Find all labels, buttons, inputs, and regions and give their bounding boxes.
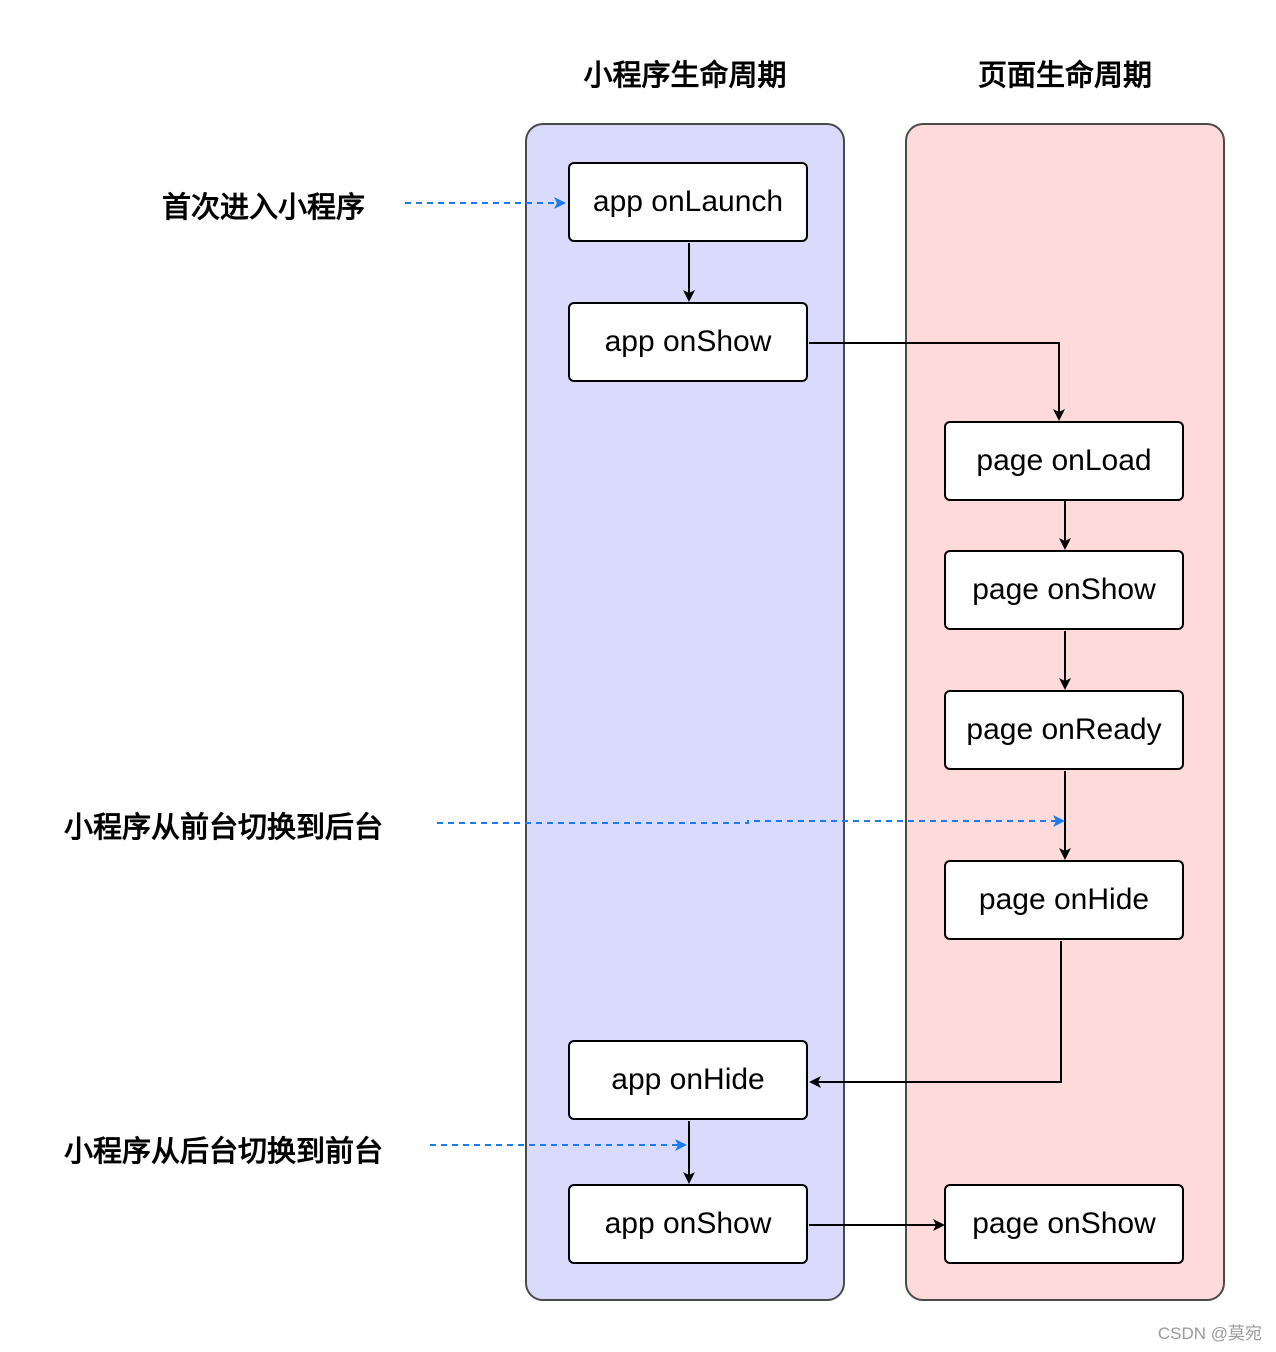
event-label-to-foreground: 小程序从后台切换到前台 [64, 1134, 384, 1168]
app-onshow-node-2: app onShow [568, 1184, 808, 1264]
page-lifecycle-title: 页面生命周期 [977, 58, 1152, 92]
event-label-first-enter: 首次进入小程序 [162, 190, 366, 224]
app-onhide-node: app onHide [568, 1040, 808, 1120]
watermark: CSDN @莫宛 [1157, 1324, 1262, 1343]
app-lifecycle-lane [525, 123, 845, 1301]
app-lifecycle-title: 小程序生命周期 [583, 58, 787, 92]
page-onshow-node: page onShow [944, 550, 1184, 630]
page-onready-node: page onReady [944, 690, 1184, 770]
app-onlaunch-node: app onLaunch [568, 162, 808, 242]
event-label-to-background: 小程序从前台切换到后台 [64, 810, 384, 844]
page-onshow-node-2: page onShow [944, 1184, 1184, 1264]
page-onhide-node: page onHide [944, 860, 1184, 940]
app-onshow-node: app onShow [568, 302, 808, 382]
page-onload-node: page onLoad [944, 421, 1184, 501]
